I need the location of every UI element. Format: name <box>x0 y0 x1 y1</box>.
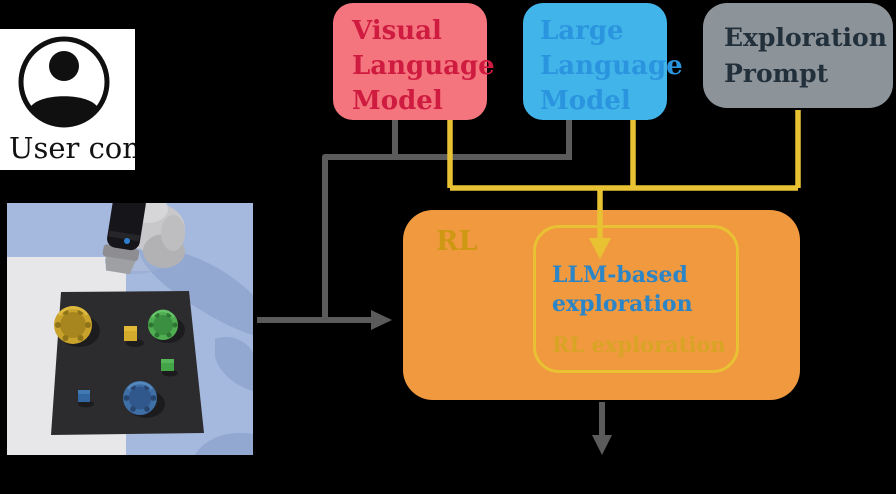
llm-line: Language <box>540 51 683 81</box>
rl-module-box: RL LLM-based exploration RL exploration <box>403 210 800 400</box>
right-arrowhead <box>371 310 392 330</box>
vlm-line: Visual <box>352 16 442 46</box>
arm-shadow <box>215 336 253 391</box>
llm-exploration-inner-box: LLM-based exploration RL exploration <box>533 225 739 373</box>
rl-exploration-label: RL exploration <box>552 332 726 357</box>
llm-line: Model <box>540 86 631 116</box>
arm-logo <box>124 238 130 244</box>
blue-bowl <box>123 381 165 418</box>
prompt-line: Exploration <box>724 23 887 52</box>
vlm-line: Language <box>352 51 495 81</box>
robot-simulation-image <box>7 203 253 455</box>
blue-cube <box>78 390 94 408</box>
visual-language-model-box: Visual Language Model <box>333 3 495 120</box>
yellow-bowl <box>54 306 100 347</box>
llm-based-exploration-label: LLM-based exploration <box>552 262 693 317</box>
yellow-cube <box>124 326 144 347</box>
user-command-panel: User com <box>0 29 135 170</box>
llm-line: Large <box>540 16 624 46</box>
down-arrowhead <box>592 435 612 455</box>
user-command-label: User com <box>9 131 135 165</box>
green-cube <box>161 359 178 377</box>
floor-blue-tile <box>7 203 119 257</box>
exploration-prompt-box: Exploration Prompt <box>703 3 893 108</box>
arm-shadow <box>139 248 253 335</box>
vlm-line: Model <box>352 86 443 116</box>
rl-label: RL <box>436 226 478 257</box>
prompt-line: Prompt <box>724 59 829 88</box>
large-language-model-box: Large Language Model <box>523 3 683 120</box>
robot-arm <box>102 203 185 275</box>
person-icon <box>18 36 110 128</box>
floor-shadow <box>195 432 253 455</box>
green-bowl <box>148 309 185 343</box>
